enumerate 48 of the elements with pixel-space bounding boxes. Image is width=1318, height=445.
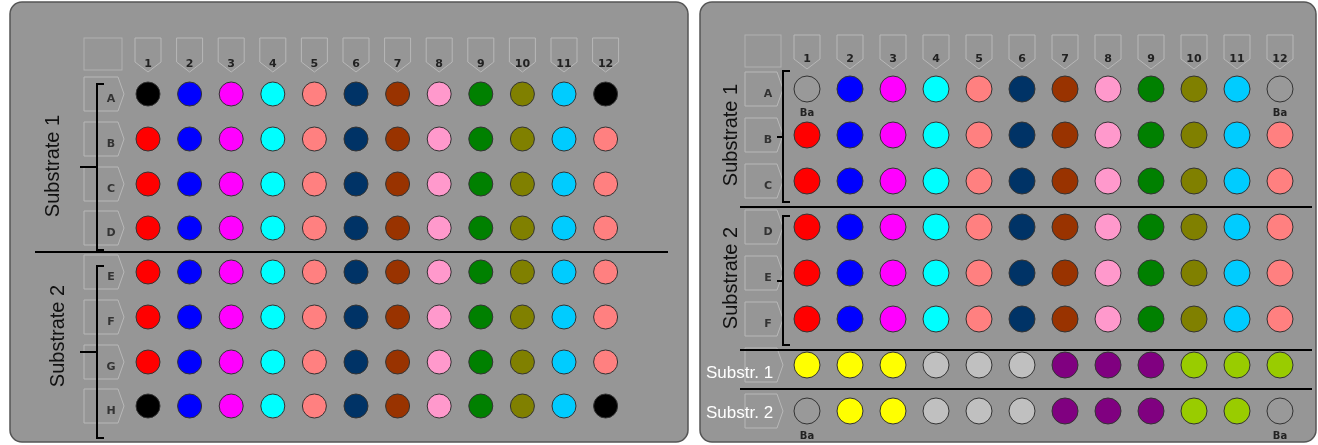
row-letter: F (107, 315, 115, 327)
row-letter: C (106, 182, 116, 194)
column-number: 10 (514, 57, 531, 69)
column-number: 11 (556, 57, 572, 69)
column-number: 2 (185, 57, 194, 69)
column-number: 2 (846, 52, 854, 64)
column-number: 4 (932, 52, 940, 64)
row-letter: G (106, 360, 116, 372)
row-group-label: Substr. 2 (706, 403, 774, 421)
row-letter: B (106, 137, 116, 149)
row-letter: H (106, 404, 116, 416)
column-number: 7 (1061, 52, 1069, 64)
row-letter: A (106, 92, 116, 104)
column-number: 5 (310, 57, 319, 69)
column-number: 6 (1018, 52, 1026, 64)
well-note: Ba (799, 108, 815, 118)
group-label: Substrate 1 (42, 114, 62, 218)
column-number: 1 (144, 57, 152, 69)
row-letter: D (106, 226, 116, 238)
row-letter: D (763, 225, 773, 237)
column-number: 4 (268, 57, 277, 69)
row-group-label: Substr. 1 (706, 363, 774, 381)
well-note: Ba (799, 431, 815, 441)
column-number: 3 (227, 57, 235, 69)
column-number: 10 (1186, 52, 1202, 64)
column-number: 8 (1104, 52, 1112, 64)
column-number: 3 (889, 52, 897, 64)
column-number: 12 (1272, 52, 1288, 64)
well-note: Ba (1272, 108, 1288, 118)
row-letter: E (764, 271, 772, 283)
column-number: 9 (476, 57, 485, 69)
row-letter: A (763, 87, 773, 99)
column-number: 5 (975, 52, 983, 64)
column-number: 11 (1229, 52, 1245, 64)
column-number: 1 (803, 52, 811, 64)
row-letter: F (764, 317, 772, 329)
column-number: 9 (1147, 52, 1155, 64)
row-letter: E (107, 270, 115, 282)
group-label: Substrate 2 (720, 226, 740, 330)
column-number: 8 (435, 57, 443, 69)
column-number: 12 (597, 57, 614, 69)
group-label: Substrate 1 (720, 83, 740, 187)
row-letter: C (763, 179, 773, 191)
group-label: Substrate 2 (47, 284, 67, 388)
row-letter: B (763, 133, 773, 145)
column-number: 7 (393, 57, 402, 69)
well-note: Ba (1272, 431, 1288, 441)
column-number: 6 (352, 57, 360, 69)
